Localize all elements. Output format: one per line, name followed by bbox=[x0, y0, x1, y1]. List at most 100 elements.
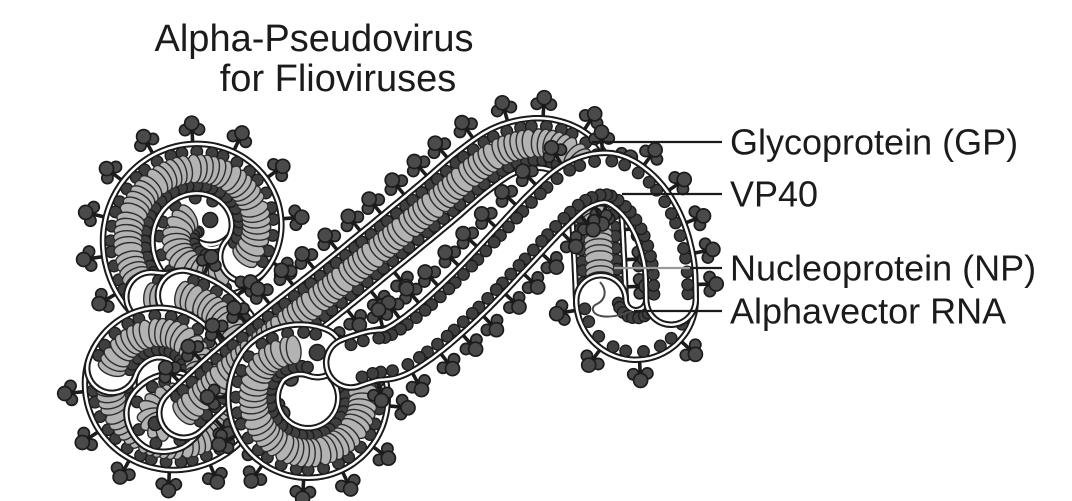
vp40-bead bbox=[533, 187, 547, 201]
spike-head bbox=[274, 158, 291, 175]
vp40-bead bbox=[487, 235, 501, 249]
spike-head bbox=[317, 227, 334, 244]
spike-head bbox=[56, 385, 73, 402]
spike-head bbox=[427, 135, 444, 152]
vp40-bead bbox=[550, 172, 564, 186]
spike-head bbox=[249, 281, 266, 297]
vp40-bead bbox=[582, 315, 596, 329]
spike-head bbox=[340, 208, 357, 225]
spike-head bbox=[514, 163, 531, 180]
vp40-bead bbox=[297, 325, 311, 339]
vp40-bead bbox=[456, 315, 470, 329]
vp40-bead bbox=[673, 229, 687, 243]
spike-head bbox=[437, 244, 454, 261]
vp40-bead bbox=[457, 268, 470, 281]
vp40-bead bbox=[664, 331, 678, 345]
vp40-bead bbox=[412, 351, 426, 364]
spike-head bbox=[234, 125, 250, 141]
vp40-bead bbox=[504, 267, 518, 281]
filament-end-cap bbox=[201, 211, 219, 229]
vp40-bead bbox=[356, 334, 370, 348]
spike-head bbox=[342, 481, 359, 497]
vp40-bead bbox=[571, 198, 585, 212]
spike-head bbox=[209, 474, 226, 490]
envelope-tube-return-road bbox=[322, 149, 699, 391]
spike-head bbox=[112, 469, 128, 485]
vp40-bead bbox=[309, 327, 323, 341]
spike-head bbox=[536, 89, 553, 106]
nucleocapsid-disc bbox=[285, 334, 302, 365]
spike-head bbox=[294, 490, 311, 501]
spike-head bbox=[454, 114, 470, 131]
vp40-bead bbox=[481, 291, 495, 305]
label-glycoprotein-text: Glycoprotein (GP) bbox=[730, 122, 1018, 163]
spike-head bbox=[444, 360, 461, 377]
spike-head bbox=[586, 105, 603, 122]
label-vp40-text: VP40 bbox=[730, 174, 818, 215]
spike-head bbox=[417, 264, 433, 280]
spike-head bbox=[293, 209, 310, 226]
spike-head bbox=[647, 142, 663, 158]
membrane-stroke bbox=[329, 156, 693, 385]
spike-head bbox=[687, 346, 704, 363]
spike-head bbox=[488, 321, 505, 338]
spike-head bbox=[406, 153, 423, 170]
spike-head bbox=[593, 124, 610, 141]
vp40-bead bbox=[606, 340, 620, 354]
vp40-bead bbox=[557, 211, 571, 225]
nucleocapsid-tls-outer-winding bbox=[112, 153, 272, 305]
spike-head bbox=[373, 392, 390, 409]
vp40-bead bbox=[502, 220, 515, 234]
vp40-bead bbox=[510, 211, 524, 225]
vp40-bead bbox=[409, 311, 423, 325]
vp40-bead bbox=[440, 329, 454, 343]
vp40-bead bbox=[658, 195, 672, 209]
vp40-bead bbox=[677, 242, 691, 255]
spike-head bbox=[135, 128, 152, 145]
spike-head bbox=[398, 280, 415, 297]
vp40-bead bbox=[442, 282, 456, 296]
spike-head bbox=[243, 473, 260, 489]
spike-head bbox=[77, 204, 94, 221]
spike-head bbox=[294, 246, 311, 262]
spike-head bbox=[157, 359, 174, 376]
vp40-bead bbox=[592, 329, 606, 343]
spike-head bbox=[273, 262, 290, 279]
spike-head bbox=[226, 300, 242, 316]
spike-head bbox=[467, 341, 484, 358]
spike-head bbox=[211, 436, 227, 453]
vp40-bead bbox=[578, 302, 592, 316]
label-glycoprotein: Glycoprotein (GP) bbox=[592, 122, 1018, 163]
spike-head bbox=[494, 184, 510, 200]
vp40-bead bbox=[588, 155, 602, 168]
spike-head bbox=[543, 139, 560, 156]
vp40-bead bbox=[418, 303, 432, 317]
vp40-bead bbox=[512, 258, 526, 272]
spike-head bbox=[74, 434, 91, 451]
spike-head bbox=[548, 259, 565, 275]
virion-illustration bbox=[56, 89, 725, 501]
vp40-bead bbox=[489, 283, 503, 297]
spike-head bbox=[160, 482, 177, 499]
spike-head bbox=[708, 276, 725, 292]
label-nucleoprotein: Nucleoprotein (NP) bbox=[614, 248, 1036, 289]
title-line-1: Alpha-Pseudovirus bbox=[155, 18, 474, 60]
spike-head bbox=[567, 238, 584, 255]
vp40-bead bbox=[344, 338, 358, 352]
spike-head bbox=[400, 399, 416, 416]
alphavector-rna-strand bbox=[591, 281, 633, 318]
vp40-bead bbox=[637, 345, 650, 358]
spike-head bbox=[380, 450, 397, 467]
spike-head bbox=[548, 305, 565, 322]
vp40-bead bbox=[642, 175, 656, 189]
vp40-bead bbox=[301, 360, 314, 374]
vp40-bead bbox=[526, 243, 540, 257]
spike-head bbox=[529, 279, 546, 295]
spike-head bbox=[75, 251, 92, 268]
vp40-bead bbox=[563, 163, 577, 177]
annotation-layer: Alpha-Pseudovirus for Flioviruses Glycop… bbox=[155, 18, 1037, 332]
vp40-bead bbox=[549, 219, 563, 233]
vp40-bead bbox=[465, 259, 479, 273]
spike-head bbox=[511, 299, 527, 315]
